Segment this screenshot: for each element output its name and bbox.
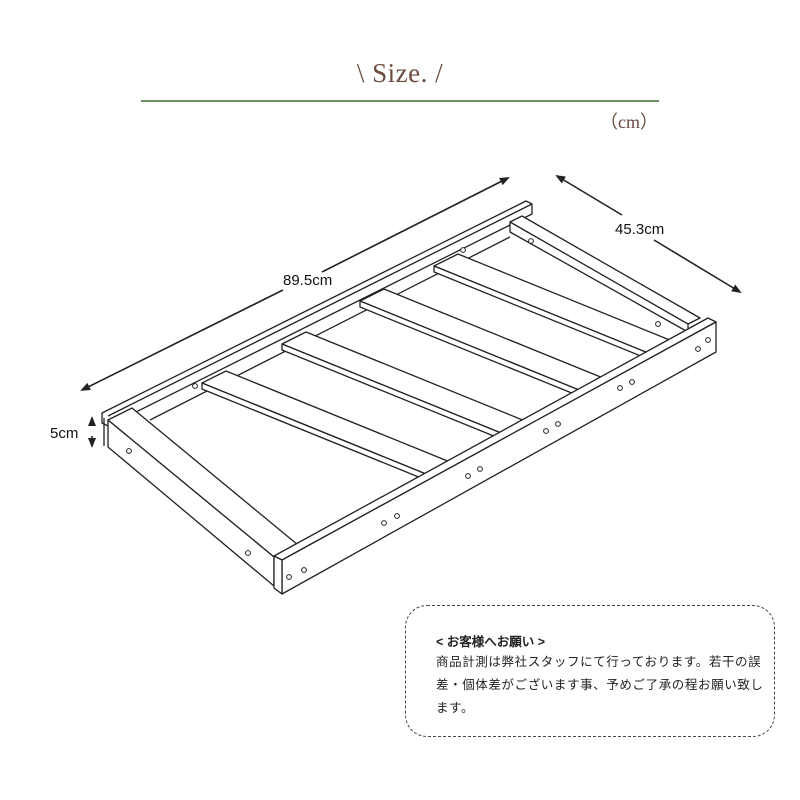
notice-body: 商品計測は弊社スタッフにて行っております。若干の誤差・個体差がございます事、予め… — [436, 655, 764, 715]
depth-arrow-up — [555, 174, 623, 216]
notice-title: < お客様へお願い > — [436, 635, 546, 649]
dimension-lines — [80, 174, 742, 448]
shelf-frame — [101, 200, 717, 595]
length-label: 89.5cm — [283, 272, 332, 289]
bolt-holes — [126, 238, 711, 580]
back-rail — [101, 200, 533, 427]
title-divider — [141, 100, 659, 102]
customer-notice-box: < お客様へお願い > 商品計測は弊社スタッフにて行っております。若干の誤差・個… — [405, 605, 775, 737]
left-end-board — [107, 407, 299, 558]
length-arrow-right — [321, 177, 510, 273]
slats — [201, 253, 683, 481]
depth-arrow-down — [653, 239, 742, 294]
page-title: \ Size. / — [356, 58, 444, 88]
unit-label: （cm） — [600, 112, 658, 132]
height-label: 5cm — [50, 425, 78, 442]
depth-label: 45.3cm — [615, 221, 664, 238]
length-arrow-left — [80, 289, 284, 391]
